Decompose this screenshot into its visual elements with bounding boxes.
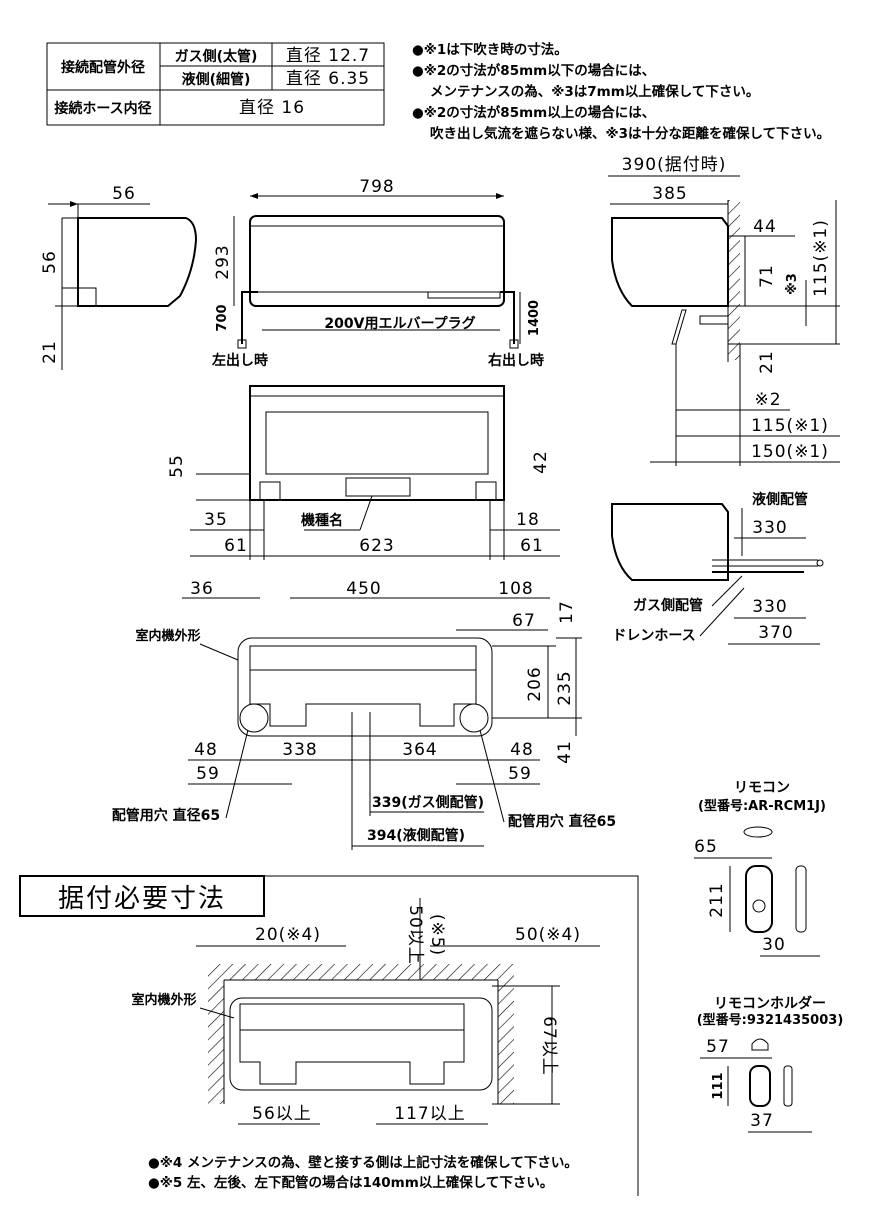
remote-title: リモコン — [734, 780, 790, 796]
dim-293: 293 — [213, 244, 233, 279]
outline-label: 室内機外形 — [135, 628, 200, 644]
remote-control: リモコン (型番号:AR-RCM1J) 65 211 30 — [694, 780, 826, 957]
mark-3: ※3 — [785, 273, 800, 295]
liquid-pipe-label: 液側配管 — [752, 491, 808, 508]
plate-view: 36 450 108 17 67 室内機外形 206 235 41 48 338… — [112, 579, 616, 850]
remote-dim-30: 30 — [762, 935, 786, 955]
dim-21-right: 21 — [757, 350, 777, 374]
remote-model: (型番号:AR-RCM1J) — [698, 798, 826, 814]
remote-dim-211: 211 — [707, 882, 727, 917]
dim-18: 18 — [516, 510, 540, 530]
dim-235: 235 — [555, 670, 575, 705]
gas-value: 直径 12.7 — [286, 46, 370, 66]
dim-56-side: 56 — [40, 250, 60, 274]
left-side-view: 56 56 21 — [40, 184, 198, 370]
bottom-view: 55 42 35 機種名 18 61 623 61 — [167, 385, 560, 560]
dim-798: 798 — [359, 177, 394, 197]
dim-370: 370 — [758, 623, 793, 643]
dim-17: 17 — [557, 600, 577, 624]
dim-623: 623 — [359, 536, 394, 556]
dim-150: 150(※1) — [751, 442, 829, 462]
dim-700: 700 — [215, 304, 230, 331]
dim-1400: 1400 — [527, 300, 542, 336]
holder-dim-57: 57 — [706, 1037, 730, 1057]
dim-36: 36 — [190, 579, 214, 599]
dim-330-top: 330 — [752, 518, 787, 538]
dim-71: 71 — [757, 264, 777, 288]
note-line-3: メンテナンスの為、※3は7mm以上確保して下さい。 — [430, 83, 759, 100]
pipe-view: 液側配管 330 ガス側配管 330 ドレンホース 370 — [611, 491, 824, 645]
install-requirements: 据付必要寸法 20(※4) 50(※4) 50以上 (※5) 室内機外形 67以… — [19, 875, 639, 1196]
dim-56-top: 56 — [112, 184, 136, 204]
drain-hose-label: ドレンホース — [612, 628, 695, 644]
dim-41: 41 — [555, 740, 575, 764]
plug-label: 200V用エルバープラグ — [324, 315, 475, 332]
holder-dim-111: 111 — [711, 1072, 726, 1099]
dim-48-right: 48 — [510, 740, 534, 760]
install-dim-50-note: (※5) — [427, 914, 447, 956]
install-dim-67: 67以上 — [539, 1016, 559, 1076]
dim-206: 206 — [525, 666, 545, 701]
install-title: 据付必要寸法 — [58, 884, 226, 914]
dim-59-right: 59 — [508, 764, 532, 784]
note-line-4: ●※2の寸法が85mm以上の場合には、 — [412, 104, 655, 121]
dim-21: 21 — [40, 340, 60, 364]
dim-59-left: 59 — [196, 764, 220, 784]
dim-115-bottom: 115(※1) — [751, 416, 829, 436]
dim-61-left: 61 — [224, 536, 248, 556]
install-dim-117: 117以上 — [394, 1104, 465, 1124]
mark-2: ※2 — [754, 390, 781, 410]
right-side-view: 390(据付時) 385 44 71 ※3 115(※1) 21 ※2 115(… — [608, 155, 840, 466]
dim-67: 67 — [512, 611, 536, 631]
remote-dim-65: 65 — [694, 837, 718, 857]
dim-48-left: 48 — [194, 740, 218, 760]
bottom-note-1: ●※4 メンテナンスの為、壁と接する側は上記寸法を確保して下さい。 — [148, 1154, 578, 1171]
note-line-2: ●※2の寸法が85mm以下の場合には、 — [412, 62, 655, 79]
dim-450: 450 — [346, 579, 381, 599]
front-view: 798 293 700 1400 200V用エルバープラグ 左出し時 右出し時 — [211, 177, 544, 369]
install-dim-20: 20(※4) — [255, 925, 321, 945]
dim-35: 35 — [204, 510, 228, 530]
install-dim-50-right: 50(※4) — [515, 925, 581, 945]
note-line-5: 吹き出し気流を遮らない様、※3は十分な距離を確保して下さい。 — [430, 125, 830, 142]
hole-left-label: 配管用穴 直径65 — [112, 807, 220, 824]
dim-61-right: 61 — [520, 536, 544, 556]
dim-390: 390(据付時) — [622, 155, 727, 175]
dim-394: 394(液側配管) — [367, 827, 465, 844]
remote-holder: リモコンホルダー (型番号:9321435003) 57 111 37 — [697, 995, 844, 1133]
row2-header: 接続ホース内径 — [54, 100, 151, 117]
liquid-value: 直径 6.35 — [286, 69, 370, 89]
holder-dim-37: 37 — [750, 1111, 774, 1131]
hose-value: 直径 16 — [239, 98, 305, 118]
install-dim-56: 56以上 — [252, 1104, 312, 1124]
dim-330-bottom: 330 — [752, 597, 787, 617]
holder-title: リモコンホルダー — [714, 995, 826, 1012]
dim-338: 338 — [282, 740, 317, 760]
spec-table: 接続配管外径 ガス側(太管) 直径 12.7 液側(細管) 直径 6.35 接続… — [46, 42, 385, 126]
dim-44: 44 — [753, 217, 777, 237]
row1-header: 接続配管外径 — [61, 59, 145, 76]
dim-42: 42 — [531, 450, 551, 474]
gas-label: ガス側(太管) — [175, 48, 258, 65]
gas-pipe-label: ガス側配管 — [633, 597, 703, 614]
bottom-note-2: ●※5 左、左後、左下配管の場合は140mm以上確保して下さい。 — [148, 1174, 553, 1191]
dim-385: 385 — [652, 184, 687, 204]
dim-55: 55 — [167, 454, 187, 478]
model-label: 機種名 — [301, 512, 343, 529]
holder-model: (型番号:9321435003) — [697, 1012, 844, 1028]
left-out-label: 左出し時 — [211, 352, 268, 369]
dim-339: 339(ガス側配管) — [372, 794, 484, 811]
hole-right-label: 配管用穴 直径65 — [508, 813, 616, 830]
right-out-label: 右出し時 — [487, 352, 544, 369]
dim-364: 364 — [402, 740, 437, 760]
dim-108: 108 — [498, 579, 533, 599]
install-dim-50-top: 50以上 — [405, 905, 425, 965]
liquid-label: 液側(細管) — [182, 71, 251, 88]
top-notes: ●※1は下吹き時の寸法。 ●※2の寸法が85mm以下の場合には、 メンテナンスの… — [412, 41, 830, 142]
dim-115-top: 115(※1) — [811, 219, 831, 297]
install-outline-label: 室内機外形 — [131, 992, 196, 1008]
note-line-1: ●※1は下吹き時の寸法。 — [412, 41, 568, 58]
